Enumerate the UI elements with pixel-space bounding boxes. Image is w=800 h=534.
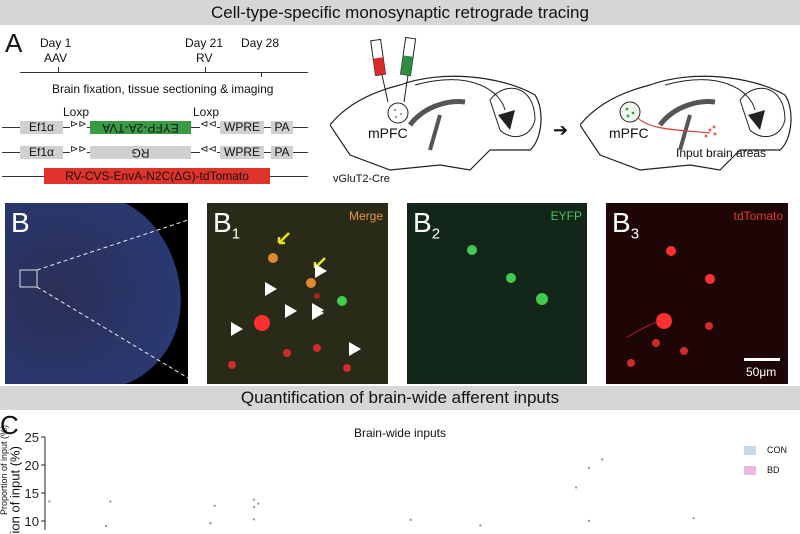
wpre-box: WPRE bbox=[220, 121, 264, 134]
timeline-day21: Day 21 bbox=[185, 36, 224, 50]
data-point bbox=[257, 502, 260, 505]
timeline-rv: RV bbox=[196, 51, 213, 65]
promoter-box: Ef1α bbox=[20, 121, 63, 134]
channel-label-eyfp: EYFP bbox=[550, 209, 582, 223]
chart-title: Brain-wide inputs bbox=[353, 426, 447, 440]
mpfc-label: mPFC bbox=[368, 125, 408, 141]
y-tick-label: 20 bbox=[25, 458, 39, 473]
legend-swatch-bd bbox=[744, 466, 756, 475]
panel-label-a: A bbox=[5, 28, 23, 58]
panel-label-b1: B1 bbox=[213, 207, 241, 243]
promoter-box: Ef1α bbox=[20, 146, 63, 159]
data-point bbox=[409, 518, 412, 522]
data-point bbox=[213, 504, 216, 508]
scatter-chart: 25 20 15 10 bbox=[25, 430, 695, 530]
brain-section-image: B bbox=[5, 203, 188, 384]
channel-label-merge: Merge bbox=[348, 209, 383, 223]
data-point bbox=[48, 500, 51, 503]
pa-box: PA bbox=[271, 121, 293, 134]
section-header-tracing: Cell-type-specific monosynaptic retrogra… bbox=[0, 0, 800, 25]
data-point bbox=[252, 518, 256, 521]
legend-label-bd: BD bbox=[767, 465, 780, 475]
panel-label-b2: B2 bbox=[413, 207, 441, 243]
data-point bbox=[600, 458, 604, 461]
brain-schematic-injection bbox=[330, 36, 542, 171]
loxp-site-icon: ⊲⊲ bbox=[200, 144, 217, 155]
mpfc-label: mPFC bbox=[609, 125, 649, 141]
data-point bbox=[209, 522, 212, 525]
legend-label-con: CON bbox=[767, 445, 787, 455]
panel-label-b3: B3 bbox=[612, 207, 640, 243]
channel-label-tdtomato: tdTomato bbox=[733, 209, 783, 223]
merge-image: B1 Merge bbox=[207, 203, 388, 384]
legend-swatch-con bbox=[744, 446, 756, 455]
loxp-label: Loxp bbox=[193, 105, 220, 119]
timeline-caption: Brain fixation, tissue sectioning & imag… bbox=[52, 82, 274, 96]
timeline-tick bbox=[205, 67, 206, 72]
y-tick-label: 15 bbox=[25, 486, 39, 501]
timeline-tick bbox=[58, 67, 59, 72]
y-tick-label: 10 bbox=[25, 514, 39, 529]
pa-box: PA bbox=[271, 146, 293, 159]
data-point bbox=[252, 505, 256, 509]
timeline-tick bbox=[261, 72, 262, 77]
tdtomato-image: B3 tdTomato 50μm bbox=[606, 203, 788, 384]
loxp-site-icon: ⊲⊲ bbox=[200, 119, 217, 130]
input-areas-label: Input brain areas bbox=[676, 146, 767, 160]
loxp-site-icon: ⊳⊳ bbox=[70, 119, 87, 130]
data-point bbox=[587, 466, 591, 469]
timeline-aav: AAV bbox=[44, 51, 68, 65]
timeline-day28: Day 28 bbox=[241, 36, 280, 50]
scale-bar-label: 50μm bbox=[746, 365, 777, 379]
eyfp-tva-box: EYFP-2A-TVA bbox=[90, 121, 191, 135]
brain-schematic-tracing bbox=[580, 75, 792, 171]
mouse-line-label: vGluT2-Cre bbox=[333, 173, 390, 185]
data-point bbox=[252, 498, 256, 501]
arrow-icon: ➔ bbox=[553, 120, 569, 140]
y-tick-label: 25 bbox=[25, 430, 39, 445]
wpre-box: WPRE bbox=[220, 146, 264, 159]
section-header-quantification: Quantification of brain-wide afferent in… bbox=[0, 386, 800, 410]
panel-label-b: B bbox=[11, 207, 30, 238]
data-point bbox=[587, 519, 591, 523]
loxp-site-icon: ⊳⊳ bbox=[70, 144, 87, 155]
data-point bbox=[692, 517, 695, 520]
timeline-axis bbox=[20, 72, 308, 73]
rabies-virus-box: RV-CVS-EnvA-N2C(ΔG)-tdTomato bbox=[44, 168, 270, 184]
loxp-label: Loxp bbox=[63, 105, 90, 119]
data-point bbox=[109, 500, 112, 503]
data-point bbox=[574, 486, 578, 489]
data-point bbox=[479, 524, 482, 527]
eyfp-image: B2 EYFP bbox=[407, 203, 587, 384]
panel-label-c: C bbox=[0, 410, 19, 440]
rg-box: RG bbox=[90, 146, 191, 160]
timeline-day1: Day 1 bbox=[40, 36, 72, 50]
data-point bbox=[104, 524, 108, 528]
